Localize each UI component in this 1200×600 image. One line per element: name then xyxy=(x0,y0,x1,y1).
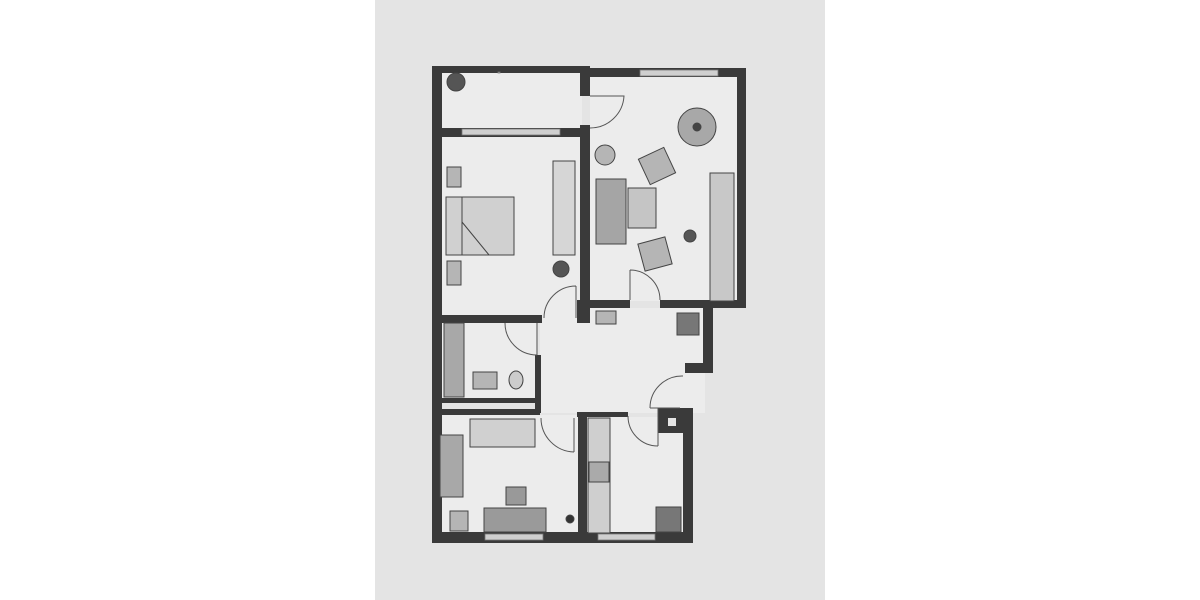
wall-partition-stub xyxy=(577,300,590,323)
coffee-table xyxy=(627,187,657,229)
plant-balcony xyxy=(446,72,466,92)
nightstand-bottom xyxy=(446,260,462,286)
hall-cabinet xyxy=(595,310,617,325)
desk-chair xyxy=(505,486,527,506)
window-study xyxy=(484,533,544,541)
window-living xyxy=(639,69,719,77)
door-kitchen xyxy=(627,408,659,447)
wall-living-right xyxy=(737,68,746,308)
wardrobe xyxy=(552,160,576,256)
wall-partition-top xyxy=(580,66,590,96)
toilet xyxy=(508,370,524,390)
floor-lamp xyxy=(565,514,575,524)
door-balcony xyxy=(589,95,625,129)
wall-partition xyxy=(580,125,590,318)
wall-bedroom-bottom xyxy=(442,315,542,323)
furniture xyxy=(439,72,735,534)
plant-hall xyxy=(676,312,700,336)
bathtub xyxy=(443,322,465,398)
wall-kitchen-left xyxy=(578,412,587,543)
stove xyxy=(588,461,610,483)
sideboard xyxy=(709,172,735,302)
balcony-railing xyxy=(497,71,501,74)
armchair-top xyxy=(637,146,677,186)
window-balcony xyxy=(461,128,561,136)
sink xyxy=(472,371,498,390)
wall-balcony-top xyxy=(432,66,585,73)
wall-hall-right xyxy=(703,300,713,373)
bed-blanket-line xyxy=(461,221,490,256)
plant-bedroom xyxy=(552,260,570,278)
wall-kitchen-right xyxy=(683,408,693,543)
study-box xyxy=(449,510,469,532)
plant-kitchen xyxy=(655,506,682,533)
windows xyxy=(461,69,719,541)
wall-bottom xyxy=(432,532,692,543)
wall-study-top xyxy=(442,409,540,415)
door-living xyxy=(629,269,661,301)
armchair-bottom xyxy=(637,236,673,272)
doors xyxy=(504,95,684,453)
nightstand-top xyxy=(446,166,462,188)
wall-living-bottom-left xyxy=(590,300,630,308)
door-bedroom xyxy=(543,285,577,319)
wall-bathroom-right xyxy=(535,355,541,413)
study-shelf xyxy=(439,434,464,498)
wall-hall-step xyxy=(685,363,713,373)
sofa xyxy=(595,178,627,245)
desk xyxy=(483,507,547,533)
side-table xyxy=(594,144,616,166)
wall-left xyxy=(432,66,442,543)
door-study xyxy=(540,417,575,453)
wall-kitchen-top xyxy=(577,412,628,417)
door-entrance xyxy=(649,375,684,409)
wall-bathroom-bottom xyxy=(442,398,540,403)
shaft xyxy=(668,418,676,426)
dining-table-center xyxy=(692,122,702,132)
plant-living xyxy=(683,229,697,243)
study-bed xyxy=(469,418,536,448)
door-bathroom xyxy=(504,322,538,356)
bed xyxy=(445,196,515,256)
window-kitchen xyxy=(597,533,656,541)
